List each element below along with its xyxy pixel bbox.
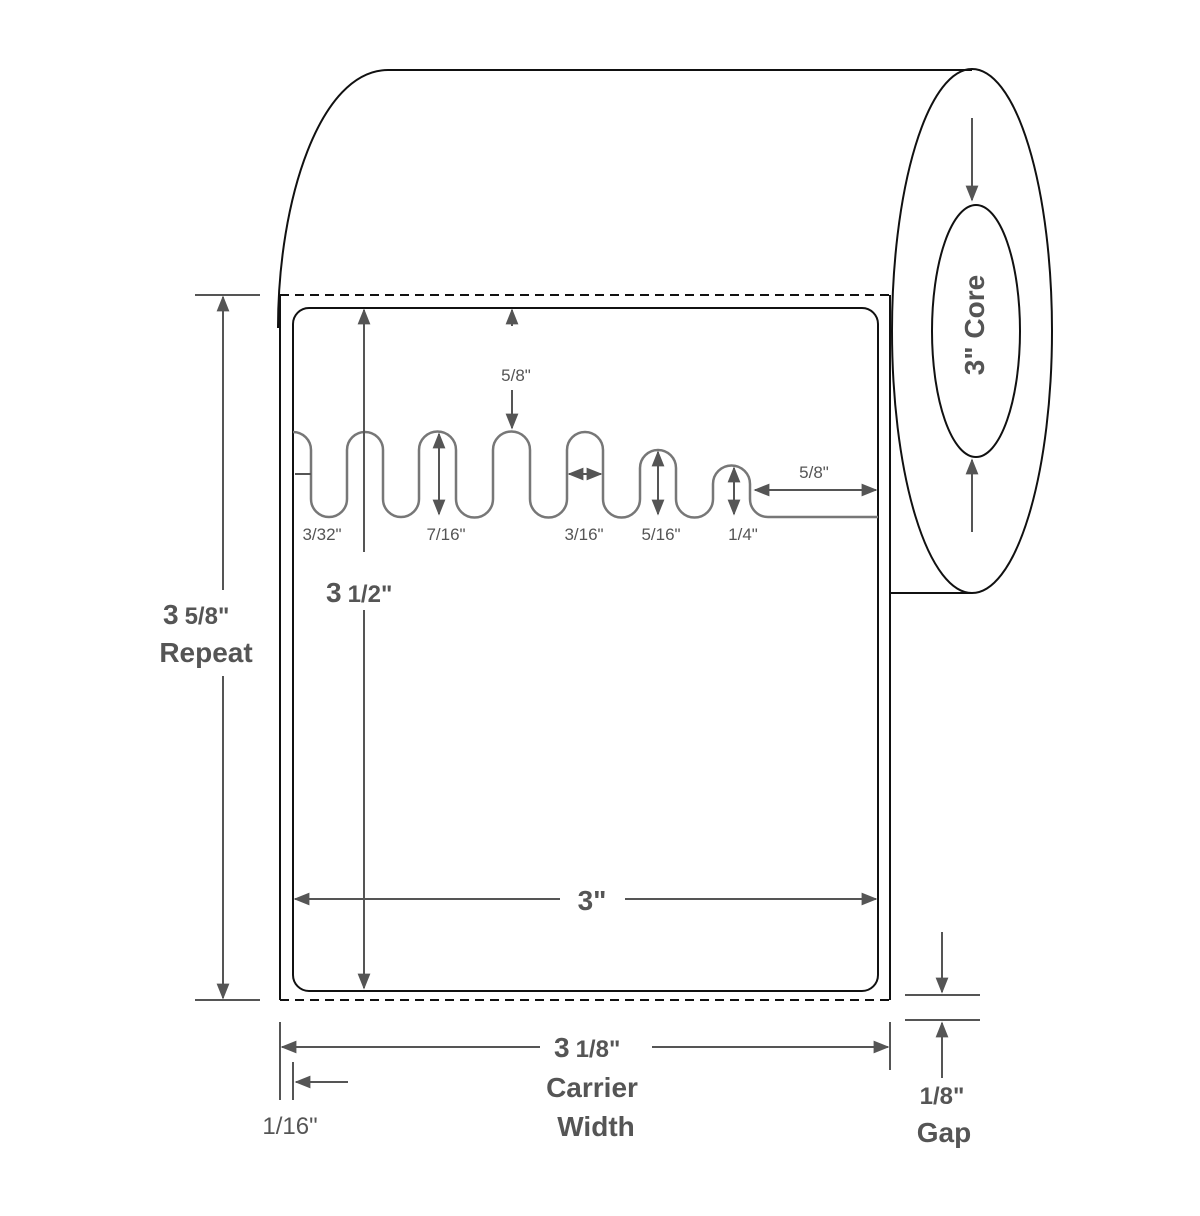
side-margin-label: 1/16" bbox=[262, 1113, 317, 1140]
wave-label: 3/16" bbox=[564, 525, 603, 544]
label-outline bbox=[292, 307, 879, 992]
roll-core bbox=[931, 204, 1021, 458]
gap-word: Gap bbox=[917, 1117, 971, 1148]
carrier-word: Carrier bbox=[546, 1072, 638, 1103]
roll-top-outline bbox=[277, 69, 972, 329]
roll: 3" Core bbox=[277, 68, 1053, 594]
carrier bbox=[279, 294, 891, 1001]
wave-label: 1/4" bbox=[728, 525, 758, 544]
repeat-word: Repeat bbox=[159, 637, 252, 668]
core-label: 3" Core bbox=[959, 275, 990, 375]
wave-label: 7/16" bbox=[426, 525, 465, 544]
top-margin-label: 5/8" bbox=[501, 366, 531, 385]
label-width-label: 3" bbox=[578, 885, 607, 916]
wave-label: 3/32" bbox=[302, 525, 341, 544]
gap-value: 1/8" bbox=[920, 1083, 965, 1110]
wave-pattern bbox=[292, 430, 878, 519]
width-word: Width bbox=[557, 1111, 635, 1142]
right-margin-label: 5/8" bbox=[799, 463, 829, 482]
wave-label: 5/16" bbox=[641, 525, 680, 544]
